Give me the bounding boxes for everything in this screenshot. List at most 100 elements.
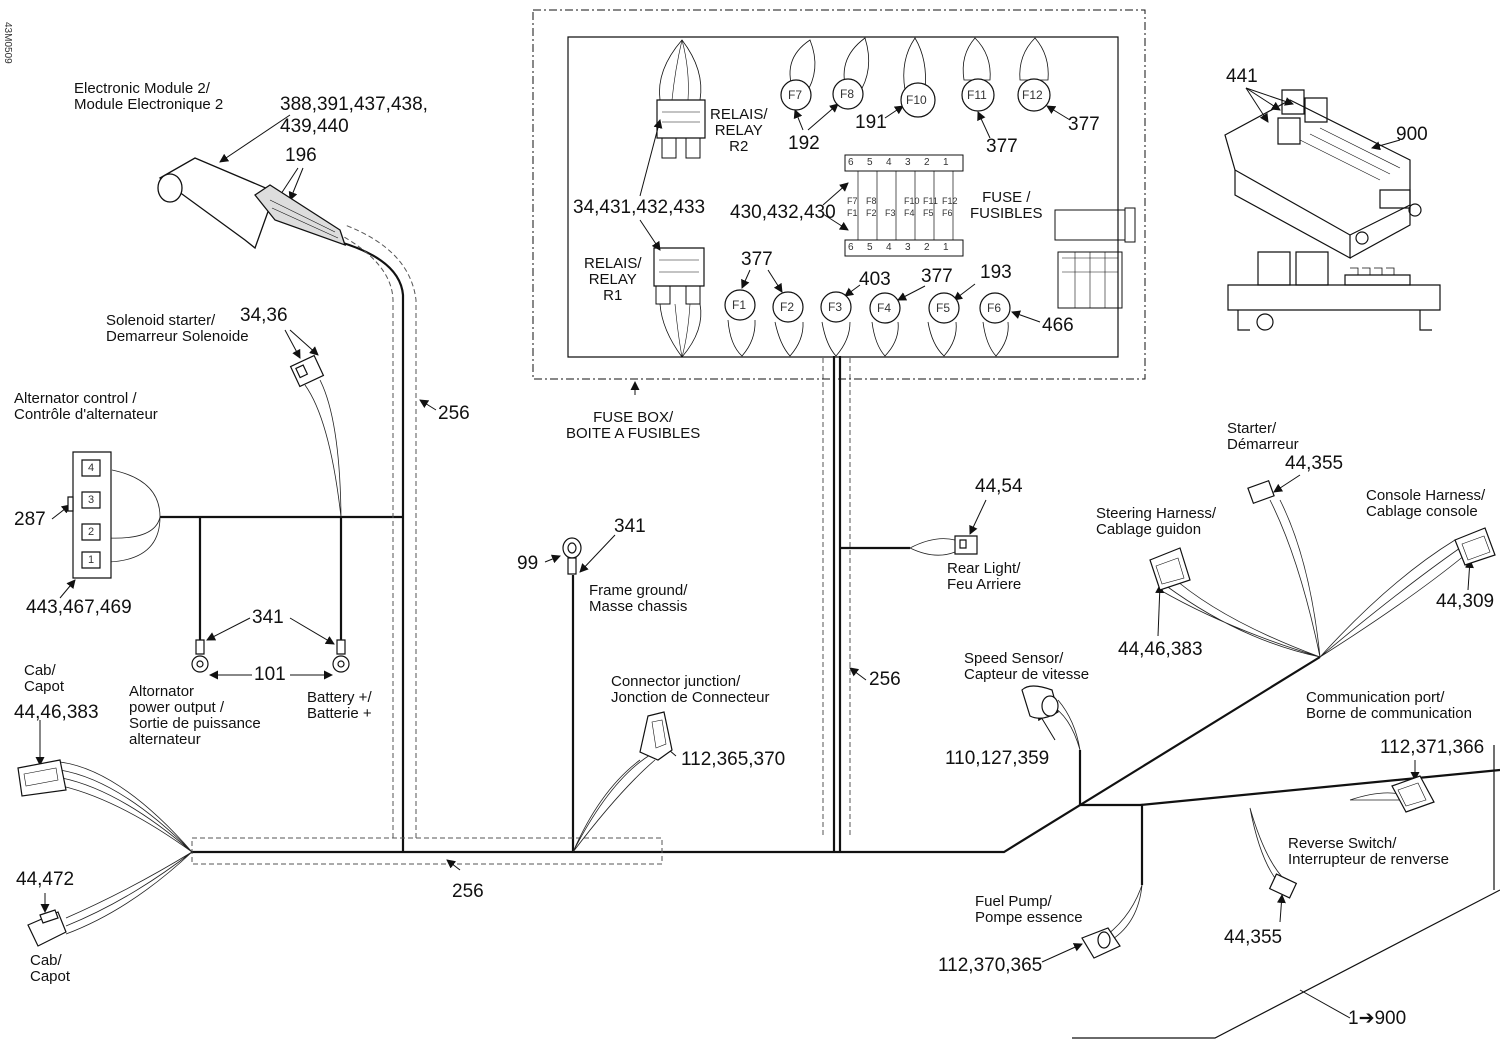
pn-alt-conn: 443,467,469 <box>26 597 132 618</box>
pn-256-b: 256 <box>452 881 484 902</box>
strip-bottom-f4: F4 <box>904 208 915 218</box>
fuse-f11: F11 <box>967 88 987 102</box>
pn-starter: 44,355 <box>1285 453 1344 474</box>
pn-377-d: 377 <box>921 266 953 287</box>
pn-377-b: 377 <box>1068 114 1100 135</box>
rear-light-connector <box>955 536 977 554</box>
fuse-f7: F7 <box>788 88 803 102</box>
ring-terminals <box>192 538 581 672</box>
frame-outline <box>1072 745 1500 1038</box>
strip-top-f12: F12 <box>942 196 958 206</box>
pn-256-a: 256 <box>438 403 470 424</box>
terminal-top-4: 4 <box>886 157 892 168</box>
alt-pin-3: 3 <box>88 494 95 506</box>
pn-99: 99 <box>517 553 539 574</box>
terminal-top-1: 1 <box>943 157 949 168</box>
pn-fuel-pump: 112,370,365 <box>938 955 1043 976</box>
label-fuel-pump: Fuel Pump/ Pompe essence <box>975 893 1083 926</box>
strip-top-f8: F8 <box>866 196 877 206</box>
strip-bottom-f1: F1 <box>847 208 858 218</box>
pn-speed-sensor: 110,127,359 <box>945 748 1050 769</box>
pn-101: 101 <box>254 664 286 685</box>
label-starter: Starter/ Démarreur <box>1227 420 1299 453</box>
pigtail-wires <box>60 380 1465 942</box>
pn-relays: 34,431,432,433 <box>573 197 706 218</box>
pn-reverse: 44,355 <box>1224 927 1283 948</box>
electronic-module <box>158 158 345 248</box>
label-fuse-box: FUSE BOX/ BOITE A FUSIBLES <box>566 409 701 442</box>
fuel-pump-connector <box>1082 928 1120 958</box>
label-speed-sensor: Speed Sensor/ Capteur de vitesse <box>964 650 1090 683</box>
label-steering-harness: Steering Harness/ Cablage guidon <box>1096 505 1217 538</box>
label-relay-r2: RELAIS/ RELAY R2 <box>710 106 768 155</box>
strip-bottom-f3: F3 <box>885 208 896 218</box>
pn-403: 403 <box>859 269 891 290</box>
strip-bottom-f6: F6 <box>942 208 953 218</box>
terminal-bottom-3: 3 <box>905 242 911 253</box>
strip-bottom-f5: F5 <box>923 208 934 218</box>
pn-fuse-strip: 430,432,430 <box>730 202 836 223</box>
label-fuse: FUSE / FUSIBLES <box>970 189 1043 222</box>
strip-top-f10: F10 <box>904 196 920 206</box>
terminal-top-2: 2 <box>924 157 930 168</box>
label-rear-light: Rear Light/ Feu Arriere <box>947 560 1022 593</box>
terminal-top-6: 6 <box>848 157 854 168</box>
terminal-bottom-2: 2 <box>924 242 930 253</box>
alternator-connector <box>68 452 111 578</box>
terminal-bottom-4: 4 <box>886 242 892 253</box>
solenoid-connector <box>291 356 324 387</box>
alt-pin-1: 1 <box>88 554 95 566</box>
label-electronic-module: Electronic Module 2/ Module Electronique… <box>74 80 224 113</box>
fuse-f5: F5 <box>936 301 951 315</box>
pn-196: 196 <box>285 145 317 166</box>
pn-steering: 44,46,383 <box>1118 639 1203 660</box>
fuse-f12: F12 <box>1022 88 1043 102</box>
junction-connector <box>640 712 672 760</box>
pn-341-b: 341 <box>614 516 646 537</box>
strip-bottom-f2: F2 <box>866 208 877 218</box>
strip-top-f11: F11 <box>923 196 938 206</box>
alt-pin-4: 4 <box>88 462 95 474</box>
pn-191: 191 <box>855 112 887 133</box>
label-connector-junction: Connector junction/ Jonction de Connecte… <box>611 673 770 706</box>
terminal-top-5: 5 <box>867 157 873 168</box>
console-connector <box>1455 528 1495 565</box>
label-communication-port: Communication port/ Borne de communicati… <box>1306 689 1472 722</box>
pn-footer: 1➔900 <box>1348 1008 1407 1029</box>
fuse-f4: F4 <box>877 301 892 315</box>
main-harness <box>160 242 1500 885</box>
pn-cab-top: 44,46,383 <box>14 702 99 723</box>
fuse-f6: F6 <box>987 301 1002 315</box>
pn-cab-bottom: 44,472 <box>16 869 75 890</box>
fuse-f2: F2 <box>780 300 795 314</box>
label-alternator-output: Altornator power output / Sortie de puis… <box>129 683 261 748</box>
pn-377-c: 377 <box>741 249 773 270</box>
label-cab-top: Cab/ Capot <box>24 662 65 695</box>
pn-377-a: 377 <box>986 136 1018 157</box>
pn-466: 466 <box>1042 315 1074 336</box>
steering-connector <box>1150 548 1190 590</box>
label-reverse-switch: Reverse Switch/ Interrupteur de renverse <box>1288 835 1449 868</box>
pn-rear-light: 44,54 <box>975 476 1023 497</box>
pn-193: 193 <box>980 262 1012 283</box>
reverse-switch-connector <box>1270 874 1297 898</box>
pn-341-a: 341 <box>252 607 284 628</box>
fuse-circles <box>725 79 1050 323</box>
drawing-id: 43M0509 <box>2 22 13 64</box>
pn-solenoid: 34,36 <box>240 305 288 326</box>
pn-console: 44,309 <box>1436 591 1495 612</box>
pn-module: 388,391,437,438, 439,440 <box>280 94 428 137</box>
fuse-f3: F3 <box>828 300 843 314</box>
pn-900: 900 <box>1396 124 1428 145</box>
terminal-top-3: 3 <box>905 157 911 168</box>
label-solenoid: Solenoid starter/ Demarreur Solenoide <box>106 312 249 345</box>
pn-comm-port: 112,371,366 <box>1380 737 1485 758</box>
label-frame-ground: Frame ground/ Masse chassis <box>589 582 688 615</box>
harness-sheath-256 <box>192 225 850 864</box>
pn-junction: 112,365,370 <box>681 749 786 770</box>
fuse-box-panel <box>533 10 1145 379</box>
fuse-f1: F1 <box>732 298 747 312</box>
cab-connectors <box>18 760 66 946</box>
alt-pin-2: 2 <box>88 526 95 538</box>
label-relay-r1: RELAIS/ RELAY R1 <box>584 255 642 304</box>
